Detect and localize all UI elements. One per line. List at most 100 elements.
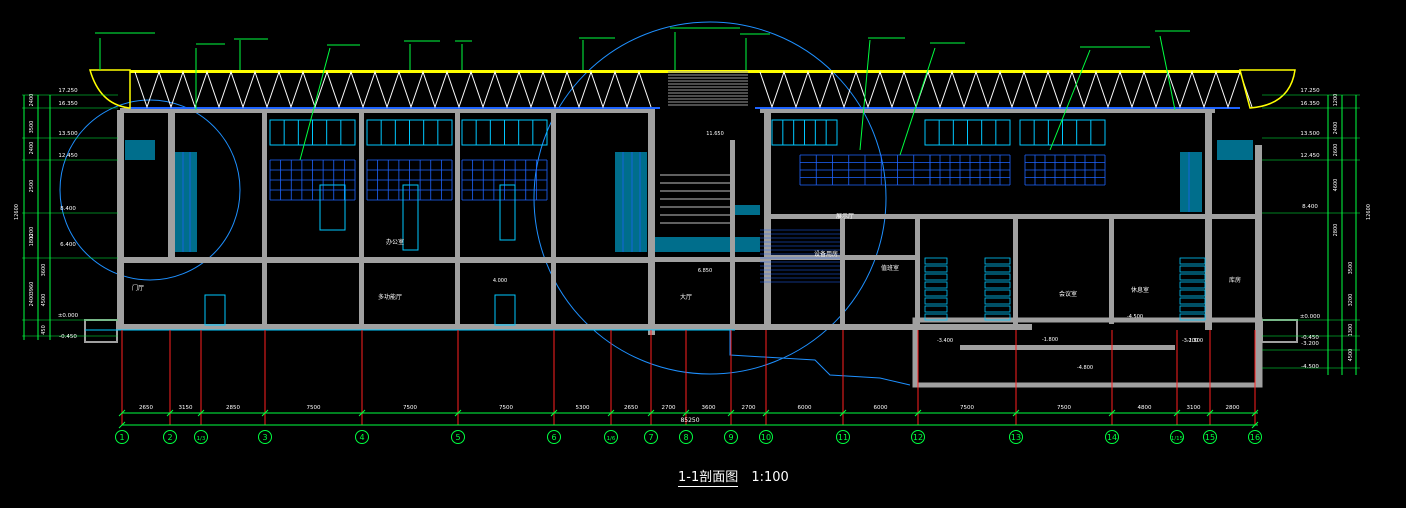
elevation-interior-8: 11.650 bbox=[706, 131, 724, 137]
leader-line bbox=[1159, 35, 1176, 111]
dim-tick bbox=[454, 409, 462, 417]
dim-span-11: 6000 bbox=[798, 405, 812, 411]
dim-tick bbox=[727, 409, 735, 417]
dim-tick bbox=[1251, 421, 1259, 429]
vdim-left-8: 12600 bbox=[14, 204, 20, 220]
callout-circle-center bbox=[533, 21, 887, 375]
axis-bubble-label-13: 13 bbox=[1011, 433, 1021, 442]
column bbox=[551, 110, 556, 325]
elevation-left-0: 17.250 bbox=[58, 88, 78, 94]
floor-slab bbox=[1205, 214, 1260, 219]
elevation-left-6: ±0.000 bbox=[58, 313, 79, 319]
dim-tick bbox=[118, 409, 126, 417]
elevation-right-5: ±0.000 bbox=[1300, 314, 1321, 320]
truss-web-left bbox=[134, 70, 652, 109]
axis-bubble-label-6: 6 bbox=[551, 433, 556, 442]
elevation-interior-5: -1.500 bbox=[1187, 338, 1203, 344]
axis-bubble-3 bbox=[258, 430, 272, 444]
vdim-left-9: 3600 bbox=[41, 264, 47, 277]
vdim-left-3: 2500 bbox=[29, 180, 35, 193]
left-pit bbox=[84, 319, 118, 343]
dim-tick bbox=[682, 409, 690, 417]
axis-bubble-label-1/6: 1/6 bbox=[607, 436, 616, 442]
annotation-leaders bbox=[95, 27, 1190, 161]
vdim-right-5: 12600 bbox=[1366, 204, 1372, 220]
axis-bubble-1/3 bbox=[194, 430, 208, 444]
column bbox=[764, 110, 771, 330]
dim-tick bbox=[647, 409, 655, 417]
stair-step bbox=[984, 305, 1011, 313]
axis-bubble-8 bbox=[679, 430, 693, 444]
glass-panel bbox=[735, 237, 760, 252]
axis-bubble-7 bbox=[644, 430, 658, 444]
axis-bubble-1/6 bbox=[604, 430, 618, 444]
elevation-interior-4: -4.500 bbox=[1127, 314, 1143, 320]
axis-bubble-label-10: 10 bbox=[761, 433, 771, 442]
vdim-left-6: 3960 bbox=[29, 282, 35, 295]
axis-bubble-4 bbox=[355, 430, 369, 444]
ground-outline bbox=[729, 330, 911, 386]
axis-bubble-label-16: 16 bbox=[1250, 433, 1260, 442]
column bbox=[168, 110, 175, 260]
dim-tick bbox=[1108, 409, 1116, 417]
vdim-left-4: 1200 bbox=[29, 227, 35, 240]
dim-span-0: 2650 bbox=[139, 405, 153, 411]
axis-grid-lines bbox=[121, 330, 1256, 425]
dim-tick bbox=[839, 409, 847, 417]
door bbox=[319, 184, 346, 231]
axis-bubble-label-14: 14 bbox=[1107, 433, 1117, 442]
dim-tick bbox=[762, 409, 770, 417]
glass-panel bbox=[1217, 140, 1253, 160]
left-eave bbox=[89, 69, 131, 109]
vdim-right-8: 1300 bbox=[1348, 324, 1354, 337]
stair-step bbox=[1179, 289, 1206, 297]
dim-tick bbox=[358, 409, 366, 417]
stair-step bbox=[924, 297, 948, 305]
dim-span-7: 2650 bbox=[624, 405, 638, 411]
elevation-right-7: -3.200 bbox=[1301, 341, 1319, 347]
dim-span-10: 2700 bbox=[742, 405, 756, 411]
leader-line bbox=[1049, 49, 1091, 151]
axis-bubble-16 bbox=[1248, 430, 1262, 444]
glass-panel bbox=[125, 140, 155, 160]
axis-bubble-6 bbox=[547, 430, 561, 444]
stair-step bbox=[1179, 273, 1206, 281]
dim-tick bbox=[197, 409, 205, 417]
axis-bubble-label-1: 1 bbox=[119, 433, 124, 442]
floor-slab bbox=[655, 257, 765, 262]
dim-span-15: 4800 bbox=[1138, 405, 1152, 411]
stair-step bbox=[924, 313, 948, 321]
glass-panel bbox=[1180, 152, 1202, 212]
truss-web-right bbox=[759, 70, 1253, 109]
room-label-4: 门厅 bbox=[132, 284, 144, 292]
dim-span-3: 7500 bbox=[307, 405, 321, 411]
room-label-9: 值班室 bbox=[881, 264, 899, 272]
stair-step bbox=[924, 305, 948, 313]
stair-step bbox=[924, 273, 948, 281]
column bbox=[359, 110, 364, 325]
dim-tick bbox=[1251, 409, 1259, 417]
axis-bubble-1 bbox=[115, 430, 129, 444]
vdim-left-2: 2400 bbox=[29, 142, 35, 155]
axis-bubble-label-12: 12 bbox=[913, 433, 923, 442]
axis-bubble-label-1/3: 1/3 bbox=[197, 436, 206, 442]
elevation-left-3: 12.450 bbox=[58, 153, 78, 159]
dim-tick bbox=[1173, 409, 1181, 417]
stair-step bbox=[924, 281, 948, 289]
stair-step bbox=[1179, 313, 1206, 321]
room-label-7: 休息室 bbox=[1131, 286, 1149, 294]
elevation-interior-2: -1.800 bbox=[1042, 337, 1058, 343]
vdim-left-10: 4500 bbox=[41, 294, 47, 307]
axis-bubble-2 bbox=[163, 430, 177, 444]
dim-span-12: 6000 bbox=[874, 405, 888, 411]
elevation-right-0: 17.250 bbox=[1300, 88, 1320, 94]
glazing-panels bbox=[125, 119, 1253, 326]
dim-span-16: 3100 bbox=[1187, 405, 1201, 411]
drawing-title: 1-1剖面图 bbox=[678, 470, 739, 487]
vdim-right-6: 3500 bbox=[1348, 262, 1354, 275]
vdim-right-3: 4600 bbox=[1333, 179, 1339, 192]
drawing-title-block: 1-1剖面图 1:100 bbox=[678, 466, 789, 488]
leader-line bbox=[299, 47, 331, 161]
dim-span-5: 7500 bbox=[499, 405, 513, 411]
